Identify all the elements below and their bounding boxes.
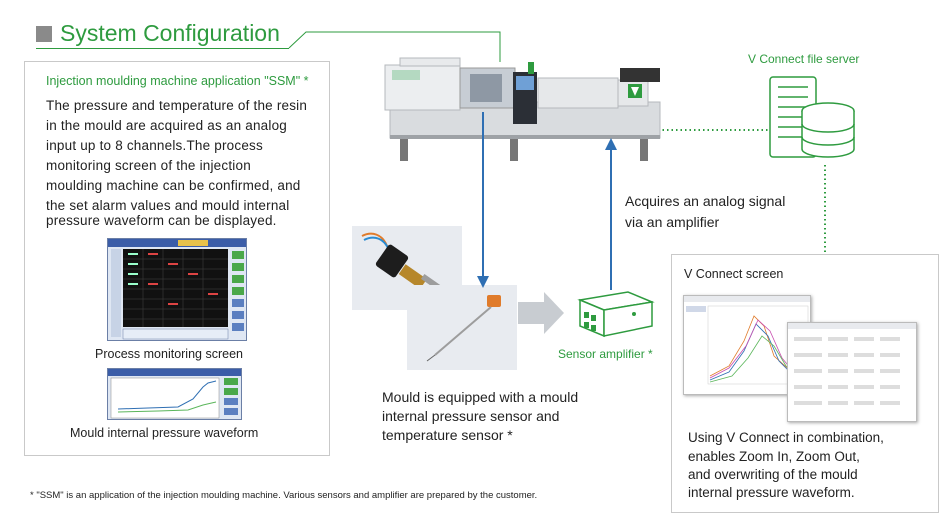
process-monitoring-caption: Process monitoring screen — [95, 347, 243, 361]
title-underline — [36, 48, 289, 49]
title-square-icon — [36, 26, 52, 42]
sensor-photo-2 — [407, 285, 517, 370]
ssm-description-line: pressure waveform can be displayed. — [46, 213, 277, 228]
ssm-description-line: moulding machine can be confirmed, and — [46, 178, 301, 193]
ssm-subtitle: Injection moulding machine application "… — [46, 74, 309, 88]
file-server-icon — [769, 76, 855, 158]
pressure-waveform-screenshot — [107, 368, 242, 420]
sensor-amplifier-icon — [577, 291, 655, 338]
grey-arrow-icon — [518, 292, 564, 334]
ssm-description-line: input up to 8 channels.The process — [46, 138, 263, 153]
v-connect-description-line: and overwriting of the mould — [688, 467, 858, 482]
v-connect-settings-screenshot — [787, 322, 917, 422]
ssm-description-line: the set alarm values and mould internal — [46, 198, 290, 213]
v-connect-screen-title: V Connect screen — [684, 267, 784, 281]
ssm-description-line: in the mould are acquired as an analog — [46, 118, 288, 133]
v-connect-description-line: Using V Connect in combination, — [688, 430, 884, 445]
page-title: System Configuration — [60, 20, 280, 46]
analog-signal-line: Acquires an analog signal — [625, 193, 786, 209]
process-monitoring-screenshot — [107, 238, 247, 341]
ssm-description-line: The pressure and temperature of the resi… — [46, 98, 308, 113]
v-connect-description-line: enables Zoom In, Zoom Out, — [688, 449, 860, 464]
analog-signal-line: via an amplifier — [625, 214, 720, 230]
ssm-description-line: monitoring screen of the injection — [46, 158, 251, 173]
sensor-description-line: temperature sensor * — [382, 427, 513, 443]
sensor-description-line: Mould is equipped with a mould — [382, 389, 579, 405]
v-connect-description-line: internal pressure waveform. — [688, 485, 855, 500]
sensor-amplifier-label: Sensor amplifier * — [558, 347, 653, 361]
file-server-label: V Connect file server — [748, 52, 860, 66]
pressure-waveform-caption: Mould internal pressure waveform — [70, 426, 259, 440]
injection-moulding-machine-image — [384, 57, 661, 161]
sensor-description-line: internal pressure sensor and — [382, 408, 560, 424]
footnote: * "SSM" is an application of the injecti… — [30, 490, 538, 501]
